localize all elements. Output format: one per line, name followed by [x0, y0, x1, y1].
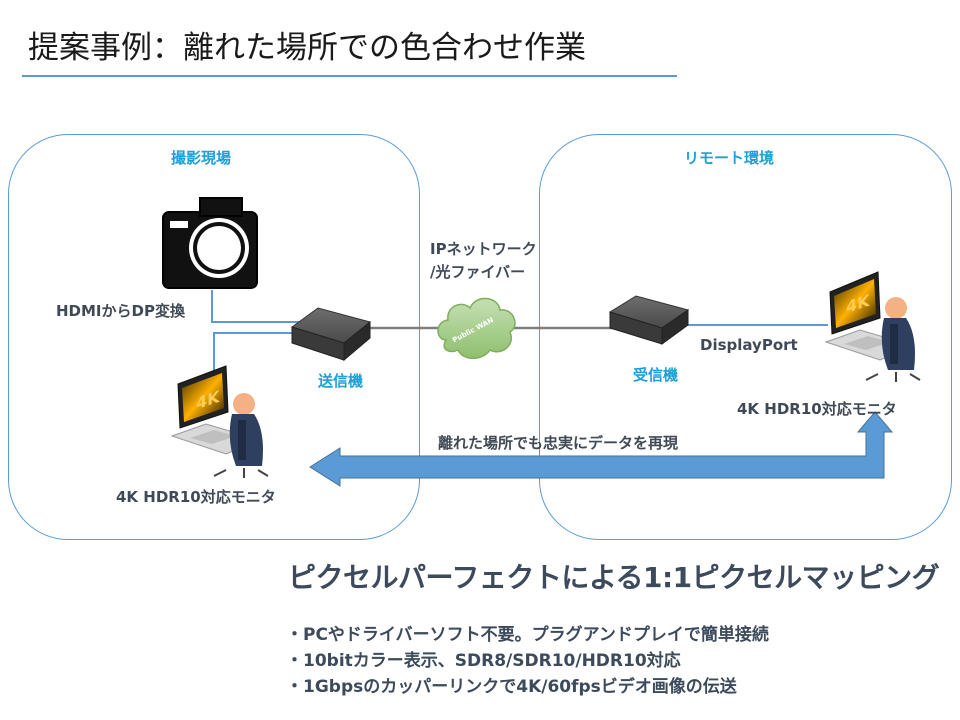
- network-label-line2: /光ファイバー: [430, 263, 526, 281]
- title-underline: [22, 75, 677, 77]
- left-panel: [8, 134, 420, 540]
- transmitter-device-icon: [290, 307, 372, 362]
- left-monitor-label: 4K HDR10対応モニタ: [116, 488, 276, 506]
- right-monitor-label: 4K HDR10対応モニタ: [737, 400, 897, 418]
- displayport-label: DisplayPort: [700, 336, 798, 354]
- camera-icon: [162, 197, 258, 289]
- public-wan-cloud-icon: Public WAN: [437, 297, 516, 359]
- right-panel: [539, 134, 952, 540]
- network-label-line1: IPネットワーク: [430, 240, 537, 258]
- bullet-item: ・PCやドライバーソフト不要。プラグアンドプレイで簡単接続: [286, 625, 769, 645]
- transmitter-label: 送信機: [318, 372, 364, 390]
- hdmi-dp-label: HDMIからDP変換: [56, 302, 185, 320]
- replication-arrow: [309, 411, 894, 487]
- arrow-caption: 離れた場所でも忠実にデータを再現: [438, 434, 679, 452]
- bullet-item: ・1Gbpsのカッパーリンクで4K/60fpsビデオ画像の伝送: [286, 677, 737, 697]
- feature-subtitle: ピクセルパーフェクトによる1:1ピクセルマッピング: [288, 561, 940, 594]
- receiver-label: 受信機: [633, 366, 679, 384]
- left-panel-heading: 撮影現場: [171, 149, 232, 167]
- bullet-item: ・10bitカラー表示、SDR8/SDR10/HDR10対応: [286, 651, 681, 671]
- right-panel-heading: リモート環境: [684, 149, 775, 167]
- receiver-device-icon: [608, 295, 690, 345]
- operator-at-monitor-left-icon: 4K: [170, 365, 269, 478]
- operator-at-monitor-right-icon: 4K: [824, 271, 921, 382]
- page-title: 提案事例：離れた場所での色合わせ作業: [28, 30, 586, 66]
